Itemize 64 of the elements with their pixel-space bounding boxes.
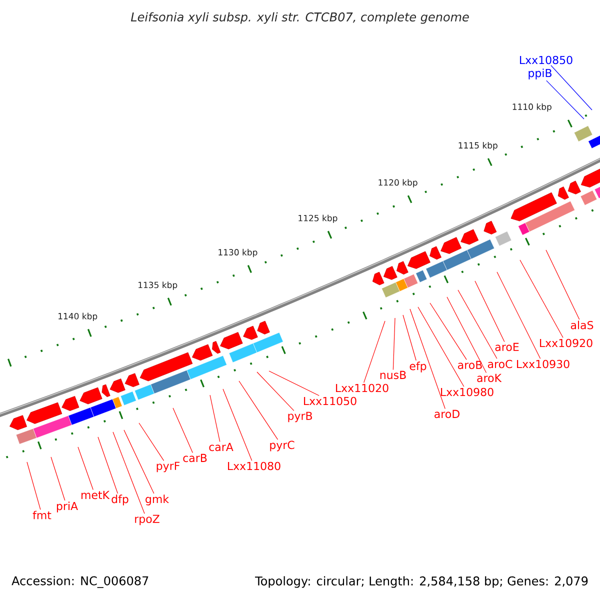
gene-label: Lxx11020 (336, 384, 388, 392)
gene-label: efp (410, 362, 426, 372)
tick-label: 1115 kbp (458, 142, 498, 150)
gene-label: pyrF (156, 462, 180, 472)
leader-line (458, 290, 498, 359)
gene-label: pyrB (288, 412, 312, 422)
gene-label: ppiB (528, 68, 552, 80)
gene-label: aroK (477, 374, 502, 382)
leader-line (410, 308, 446, 410)
gene-label: pyrC (270, 440, 294, 452)
leader-line (496, 272, 541, 359)
leader-line (550, 65, 592, 110)
leader-line (546, 250, 580, 320)
gene-label: alaS (570, 320, 594, 330)
leader-line (268, 370, 320, 396)
tick-label: 1125 kbp (298, 214, 338, 223)
leader-line (238, 380, 278, 440)
gene-label: metK (82, 490, 110, 500)
gene-label: gmk (146, 494, 169, 506)
leader-line (26, 462, 41, 510)
gene-label: fmt (32, 510, 52, 520)
gene-label: aroD (434, 410, 460, 418)
leader-line (210, 394, 220, 442)
tick-label: 1130 kbp (218, 248, 258, 258)
tick-label: 1120 kbp (378, 179, 418, 188)
tick-label: 1140 kbp (58, 312, 98, 322)
leader-line (138, 422, 164, 461)
leader-line (98, 436, 118, 494)
gene-label: nusB (380, 370, 406, 380)
gene-label: priA (56, 502, 78, 512)
leader-line (474, 280, 505, 342)
leader-line (402, 314, 416, 361)
leader-line (364, 320, 386, 383)
gene-label: aroC (488, 360, 512, 368)
leader-line (222, 388, 252, 461)
tick-label: 1135 kbp (138, 282, 178, 290)
gene-label: Lxx10930 (517, 360, 570, 368)
gene-label: aroB (458, 360, 482, 370)
gene-label: carA (209, 442, 234, 452)
leader-line (392, 318, 396, 370)
gene-label: carB (183, 454, 207, 462)
leader-line (112, 432, 145, 514)
gene-label: aroE (495, 342, 519, 352)
leader-line (256, 372, 294, 411)
gene-label: Lxx10920 (540, 338, 592, 348)
gene-label: rpoZ (135, 514, 160, 526)
title: Leifsonia xyli subsp. xyli str. CTCB07, complete genome (130, 12, 469, 24)
leader-line (78, 446, 94, 490)
leader-line (446, 296, 487, 374)
gene-label: Lxx10980 (441, 388, 494, 396)
leader-line (50, 456, 66, 501)
genome-info-text: Topology: circular; Length: 2,584,158 bp; Genes: 2,079 (255, 576, 588, 588)
leader-line (418, 306, 464, 387)
tick-label: 1110 kbp (512, 103, 552, 112)
gene-label: Lxx10850 (520, 56, 572, 64)
leader-line (172, 408, 193, 454)
accession-text: Accession: NC_006087 (12, 576, 148, 588)
leader-line (520, 260, 564, 338)
leader-line (430, 302, 467, 360)
gene-label: dfp (112, 494, 128, 506)
leader-line (124, 430, 154, 494)
gene-label: Lxx11080 (228, 462, 280, 470)
leader-line (546, 80, 584, 120)
gene-label: Lxx11050 (304, 396, 356, 406)
